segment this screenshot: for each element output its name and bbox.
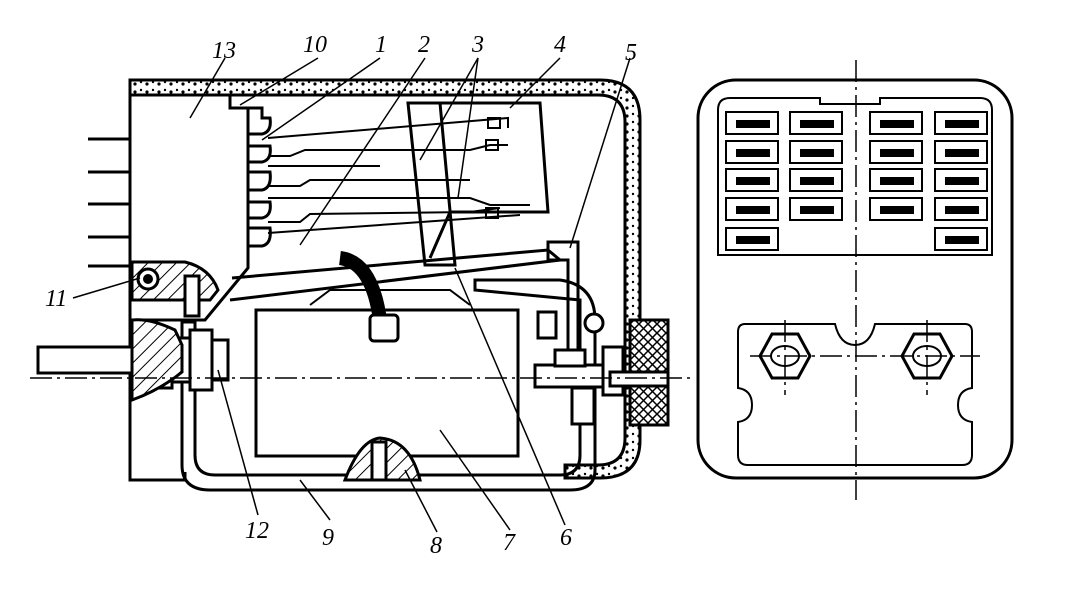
label-4: 4 xyxy=(554,32,566,58)
pusher xyxy=(406,101,457,267)
front-inner-top xyxy=(717,97,993,256)
sectional-view: 13 10 1 2 3 4 5 11 12 9 8 7 6 xyxy=(30,32,690,559)
coil-lead-clip xyxy=(368,313,400,343)
front-view xyxy=(696,60,1014,500)
cover-shell xyxy=(128,78,642,480)
core-screw xyxy=(370,440,388,482)
armature-lever xyxy=(229,248,564,302)
label-5: 5 xyxy=(625,40,637,66)
mounting-plate xyxy=(737,323,973,466)
coil-top xyxy=(309,289,471,306)
armature-plate xyxy=(408,101,550,259)
label-11: 11 xyxy=(45,286,67,312)
contact-spring-stack xyxy=(248,106,272,248)
label-1: 1 xyxy=(375,32,387,58)
label-3: 3 xyxy=(471,32,484,58)
label-12: 12 xyxy=(245,518,269,544)
label-8: 8 xyxy=(430,533,442,559)
hinge-stud xyxy=(183,274,201,318)
yoke xyxy=(180,278,597,492)
coil-lead xyxy=(338,251,387,322)
label-2: 2 xyxy=(418,32,430,58)
mounting-rod xyxy=(36,345,145,375)
terminal-slots xyxy=(725,111,988,251)
base-lower-curve xyxy=(130,318,184,403)
front-housing xyxy=(696,78,1014,480)
label-10: 10 xyxy=(303,32,327,58)
leader-lines xyxy=(72,57,631,533)
label-6: 6 xyxy=(560,525,572,551)
label-13: 13 xyxy=(212,38,236,64)
label-9: 9 xyxy=(322,525,334,551)
base-foot xyxy=(130,472,187,482)
terminal-pins xyxy=(88,137,130,268)
right-terminal-rod xyxy=(533,363,607,389)
contact-springs xyxy=(267,116,530,234)
label-7: 7 xyxy=(503,530,516,556)
